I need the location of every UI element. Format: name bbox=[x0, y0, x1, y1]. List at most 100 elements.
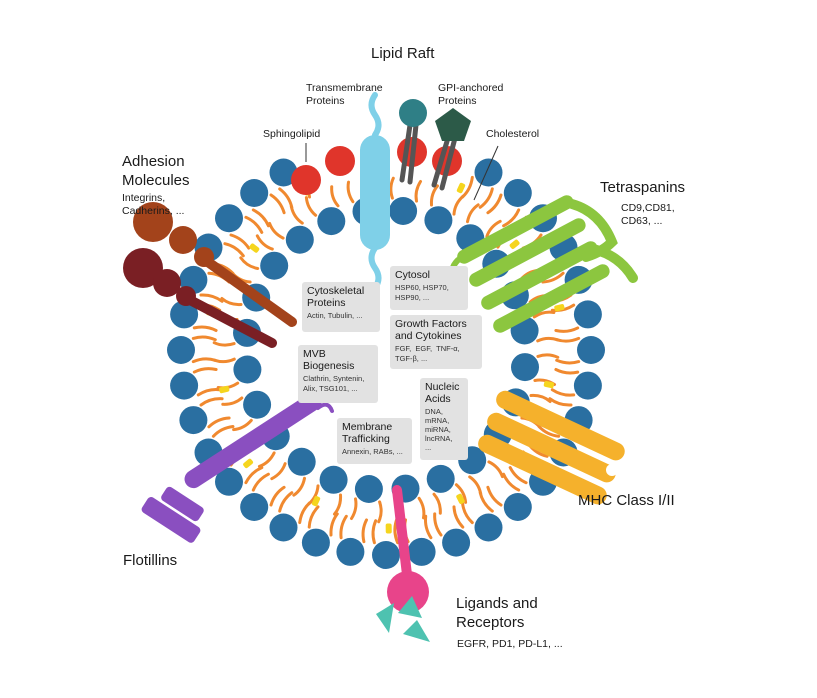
lipid-tail bbox=[223, 242, 245, 258]
transmembrane-protein bbox=[360, 92, 390, 291]
lipid-head bbox=[260, 251, 289, 280]
lipid-tail bbox=[257, 451, 276, 468]
lipid-tail bbox=[452, 505, 465, 529]
lipid-head bbox=[317, 207, 346, 236]
lipid-tail bbox=[555, 336, 581, 343]
lipid-tail bbox=[268, 221, 285, 240]
lipid-tail bbox=[541, 271, 565, 284]
cargo-box-nucleic-acids: Nucleic Acids DNA, mRNA, miRNA, lncRNA, … bbox=[420, 378, 468, 460]
lipid-tail bbox=[196, 387, 222, 397]
lipid-tail bbox=[417, 496, 426, 520]
lipid-tail bbox=[199, 397, 224, 407]
lipid-tail bbox=[212, 341, 236, 347]
mhc-class-protein bbox=[478, 390, 625, 505]
cargo-items: HSP60, HSP70, HSP90, ... bbox=[395, 283, 449, 302]
lipid-tail bbox=[239, 256, 260, 270]
lipid-head bbox=[573, 371, 602, 400]
lipid-raft-label: Lipid Raft bbox=[371, 45, 435, 62]
lipid-tail bbox=[377, 500, 383, 524]
lipid-head bbox=[474, 513, 503, 542]
lipid-tail bbox=[371, 519, 378, 545]
transmembrane-proteins-label: Transmembrane Proteins bbox=[306, 82, 383, 107]
lipid-tail bbox=[346, 180, 355, 204]
lipid-tail bbox=[244, 466, 264, 485]
lipid-head bbox=[511, 353, 539, 382]
tetraspanin-protein bbox=[449, 195, 638, 333]
lipid-tail bbox=[211, 425, 235, 438]
lipid-head bbox=[215, 204, 243, 233]
lipid-head bbox=[287, 447, 316, 476]
lipid-tail bbox=[508, 466, 528, 485]
cholesterol-mark bbox=[385, 523, 392, 534]
flotillins-label: Flotillins bbox=[123, 552, 178, 569]
lipid-head bbox=[474, 158, 503, 187]
lipid-tail bbox=[220, 297, 243, 307]
cargo-title: Growth Factors and Cytokines bbox=[395, 318, 467, 342]
lipid-tail bbox=[502, 208, 521, 228]
ligand-triangle bbox=[398, 596, 422, 618]
cholesterol-mark bbox=[509, 239, 520, 249]
lipid-head bbox=[336, 537, 365, 566]
cargo-items: DNA, mRNA, miRNA, lncRNA, ... bbox=[425, 407, 453, 452]
lipid-tail bbox=[307, 484, 320, 506]
lipid-tail bbox=[461, 501, 474, 525]
lipid-tail bbox=[333, 493, 343, 516]
lipid-tail bbox=[468, 475, 483, 496]
cholesterol-mark bbox=[219, 385, 230, 394]
lipid-head bbox=[577, 336, 605, 364]
lipid-head bbox=[269, 158, 298, 187]
lipid-head bbox=[170, 371, 199, 400]
lipid-tail bbox=[414, 180, 422, 203]
lipid-head bbox=[240, 493, 269, 521]
cholesterol-mark bbox=[456, 182, 466, 194]
lipid-tail bbox=[255, 234, 274, 251]
receptor-protein bbox=[387, 485, 429, 613]
lipid-tail bbox=[269, 485, 286, 507]
lipid-head bbox=[240, 179, 269, 207]
lipid-tail bbox=[478, 187, 494, 209]
lipid-tail bbox=[536, 353, 560, 359]
lipid-tail bbox=[389, 176, 395, 200]
lipid-head bbox=[243, 390, 272, 419]
cargo-title: Membrane Trafficking bbox=[342, 421, 393, 445]
cargo-items: FGF, EGF, TNF-α, TGF-β, ... bbox=[395, 344, 460, 363]
sphingolipid-head bbox=[291, 165, 321, 195]
adhesion-molecule-1 bbox=[133, 202, 297, 327]
gpi-anchored-protein-circle bbox=[399, 99, 427, 185]
lipid-tail bbox=[191, 335, 217, 342]
lipid-tail bbox=[270, 462, 287, 481]
gpi-anchored-protein-pentagon bbox=[431, 108, 471, 191]
lipid-head bbox=[424, 206, 453, 235]
lipid-tail bbox=[199, 293, 224, 303]
lipid-tail bbox=[229, 233, 251, 250]
lipid-tail bbox=[307, 505, 320, 529]
lipid-tail bbox=[251, 208, 270, 228]
lipid-tail bbox=[207, 416, 231, 429]
lipid-head bbox=[503, 179, 532, 207]
lipid-tail bbox=[329, 512, 339, 537]
lipid-tail bbox=[278, 491, 294, 513]
ligand-triangle bbox=[376, 603, 394, 633]
cargo-box-mvb-biogenesis: MVB Biogenesis Clathrin, Syntenin, Alix,… bbox=[298, 345, 378, 403]
cholesterol-mark bbox=[249, 243, 260, 253]
lipid-tail bbox=[192, 325, 218, 332]
cargo-box-cytoskeletal: Cytoskeletal Proteins Actin, Tubulin, ..… bbox=[302, 282, 380, 332]
adhesion-molecule-2 bbox=[123, 248, 277, 348]
lipid-tail bbox=[452, 194, 465, 216]
lipid-tail bbox=[251, 472, 270, 492]
lipid-head bbox=[215, 467, 243, 496]
lipid-head bbox=[354, 475, 383, 503]
lipid-tail bbox=[555, 358, 581, 365]
cargo-items: Clathrin, Syntenin, Alix, TSG101, ... bbox=[303, 374, 365, 393]
lipid-tail bbox=[532, 310, 556, 319]
lipid-tail bbox=[423, 514, 433, 540]
lipid-tail bbox=[486, 485, 503, 507]
cargo-box-growth-factors: Growth Factors and Cytokines FGF, EGF, T… bbox=[390, 315, 482, 369]
lipid-head bbox=[285, 225, 314, 254]
lipid-head bbox=[407, 537, 436, 566]
lipid-head bbox=[372, 541, 400, 569]
cholesterol-leader bbox=[473, 145, 499, 201]
cargo-title: Cytosol bbox=[395, 269, 431, 281]
lipid-head bbox=[179, 406, 208, 435]
